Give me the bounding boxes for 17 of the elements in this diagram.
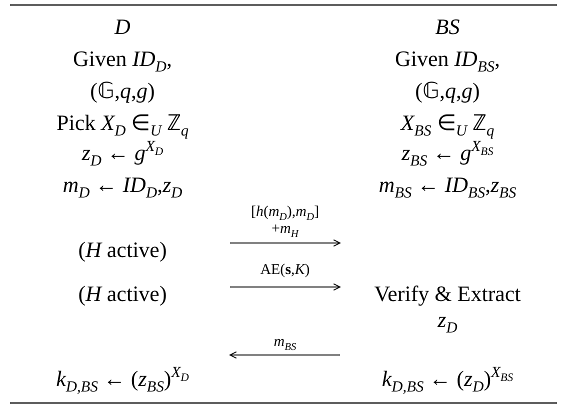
edge-label: [h(m$_{D}$),m$_{D}$] +m$_{H}$ bbox=[250, 204, 320, 238]
protocol-step: (H active) bbox=[78, 237, 167, 263]
participant-name: D bbox=[114, 14, 130, 40]
protocol-step: (𝔾,q,g) bbox=[90, 78, 155, 104]
protocol-step: (H active) bbox=[78, 281, 167, 307]
protocol-step: Given ID$_{BS}$, bbox=[394, 46, 500, 72]
edge-label: m$_{BS}$ bbox=[272, 334, 298, 351]
protocol-step: Given ID$_{D}$, bbox=[72, 46, 172, 72]
message-arrow bbox=[230, 351, 340, 359]
message-arrow bbox=[230, 239, 340, 247]
message-arrow bbox=[230, 283, 340, 291]
participant-name: BS bbox=[435, 14, 460, 40]
protocol-step: (𝔾,q,g) bbox=[415, 78, 480, 104]
protocol-step: m$_{BS}$ ← ID$_{BS}$,z$_{BS}$ bbox=[378, 172, 516, 198]
edge-label: AE(s,K) bbox=[259, 262, 311, 279]
protocol-step: m$_{D}$ ← ID$_{D}$,z$_{D}$ bbox=[62, 172, 182, 198]
protocol-step: Verify & Extract z$_{D}$ bbox=[372, 281, 522, 333]
